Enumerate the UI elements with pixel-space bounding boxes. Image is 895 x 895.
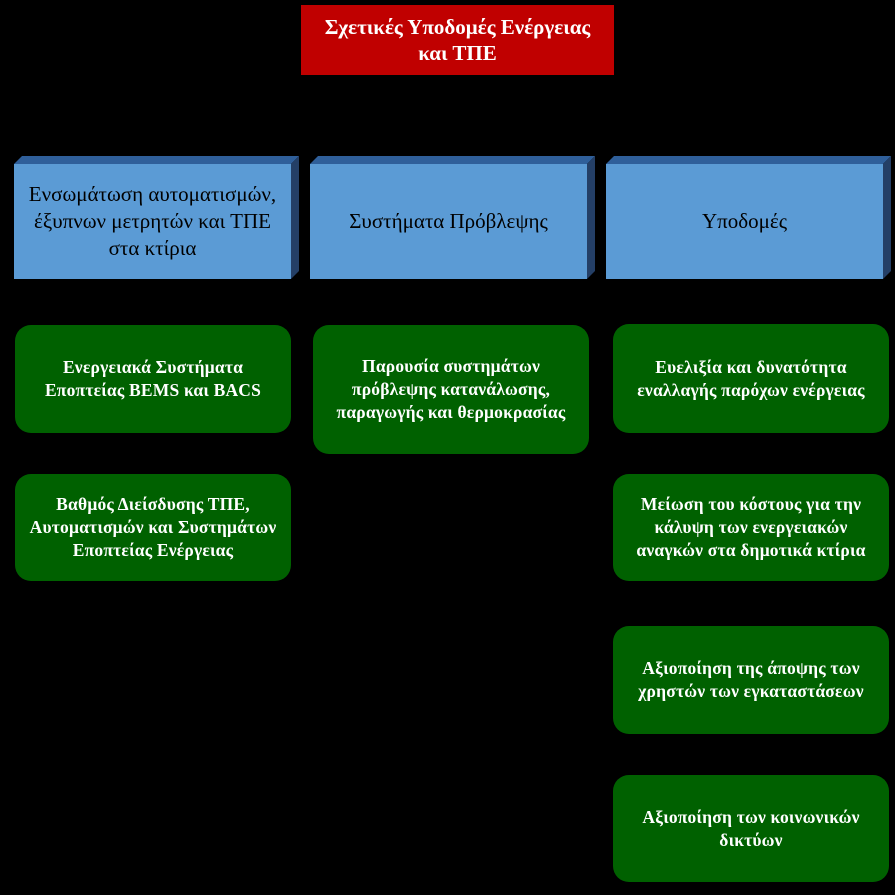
item-provider-flexibility: Ευελιξία και δυνατότητα εναλλαγής παρόχω… bbox=[613, 324, 889, 433]
item-ict-penetration: Βαθμός Διείσδυσης ΤΠΕ, Αυτοματισμών και … bbox=[15, 474, 291, 581]
category-box-forecasting: Συστήματα Πρόβλεψης bbox=[310, 156, 595, 279]
category-box-infrastructure: Υποδομές bbox=[606, 156, 891, 279]
item-cost-reduction: Μείωση του κόστους για την κάλυψη των εν… bbox=[613, 474, 889, 581]
item-forecasting-systems: Παρουσία συστημάτων πρόβλεψης κατανάλωση… bbox=[313, 325, 589, 454]
category-label: Ενσωμάτωση αυτοματισμών, έξυπνων μετρητώ… bbox=[14, 164, 291, 279]
category-label: Υποδομές bbox=[606, 164, 883, 279]
category-label: Συστήματα Πρόβλεψης bbox=[310, 164, 587, 279]
item-social-networks: Αξιοποίηση των κοινωνικών δικτύων bbox=[613, 775, 889, 882]
box-top-face bbox=[14, 156, 299, 164]
box-top-face bbox=[310, 156, 595, 164]
box-top-face bbox=[606, 156, 891, 164]
item-user-feedback: Αξιοποίηση της άποψης των χρηστών των εγ… bbox=[613, 626, 889, 734]
box-side-face bbox=[883, 156, 891, 279]
diagram-title: Σχετικές Υποδομές Ενέργειας και ΤΠΕ bbox=[301, 5, 614, 75]
category-box-automation: Ενσωμάτωση αυτοματισμών, έξυπνων μετρητώ… bbox=[14, 156, 299, 279]
item-bems-bacs: Ενεργειακά Συστήματα Εποπτείας BEMS και … bbox=[15, 325, 291, 433]
box-side-face bbox=[587, 156, 595, 279]
box-side-face bbox=[291, 156, 299, 279]
